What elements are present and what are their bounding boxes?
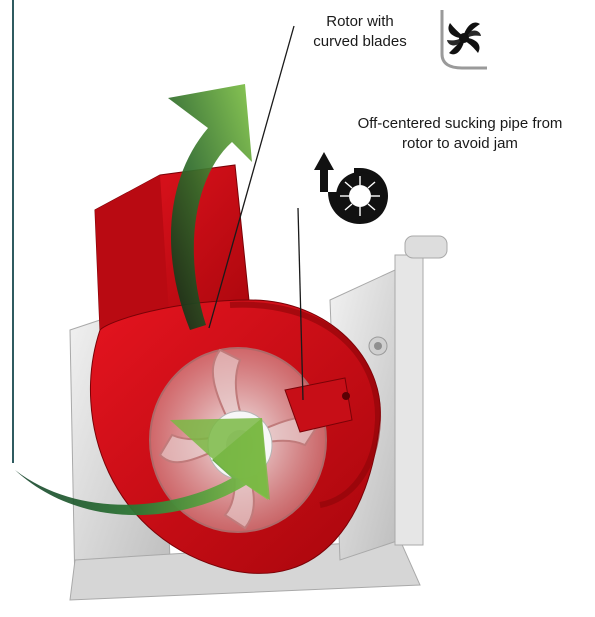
rotor-icon	[442, 10, 487, 68]
rotor-annotation: Rotor with curved blades	[300, 12, 420, 52]
pipe-annotation: Off-centered sucking pipe from rotor to …	[325, 114, 595, 154]
offcenter-pipe-icon	[314, 152, 388, 224]
